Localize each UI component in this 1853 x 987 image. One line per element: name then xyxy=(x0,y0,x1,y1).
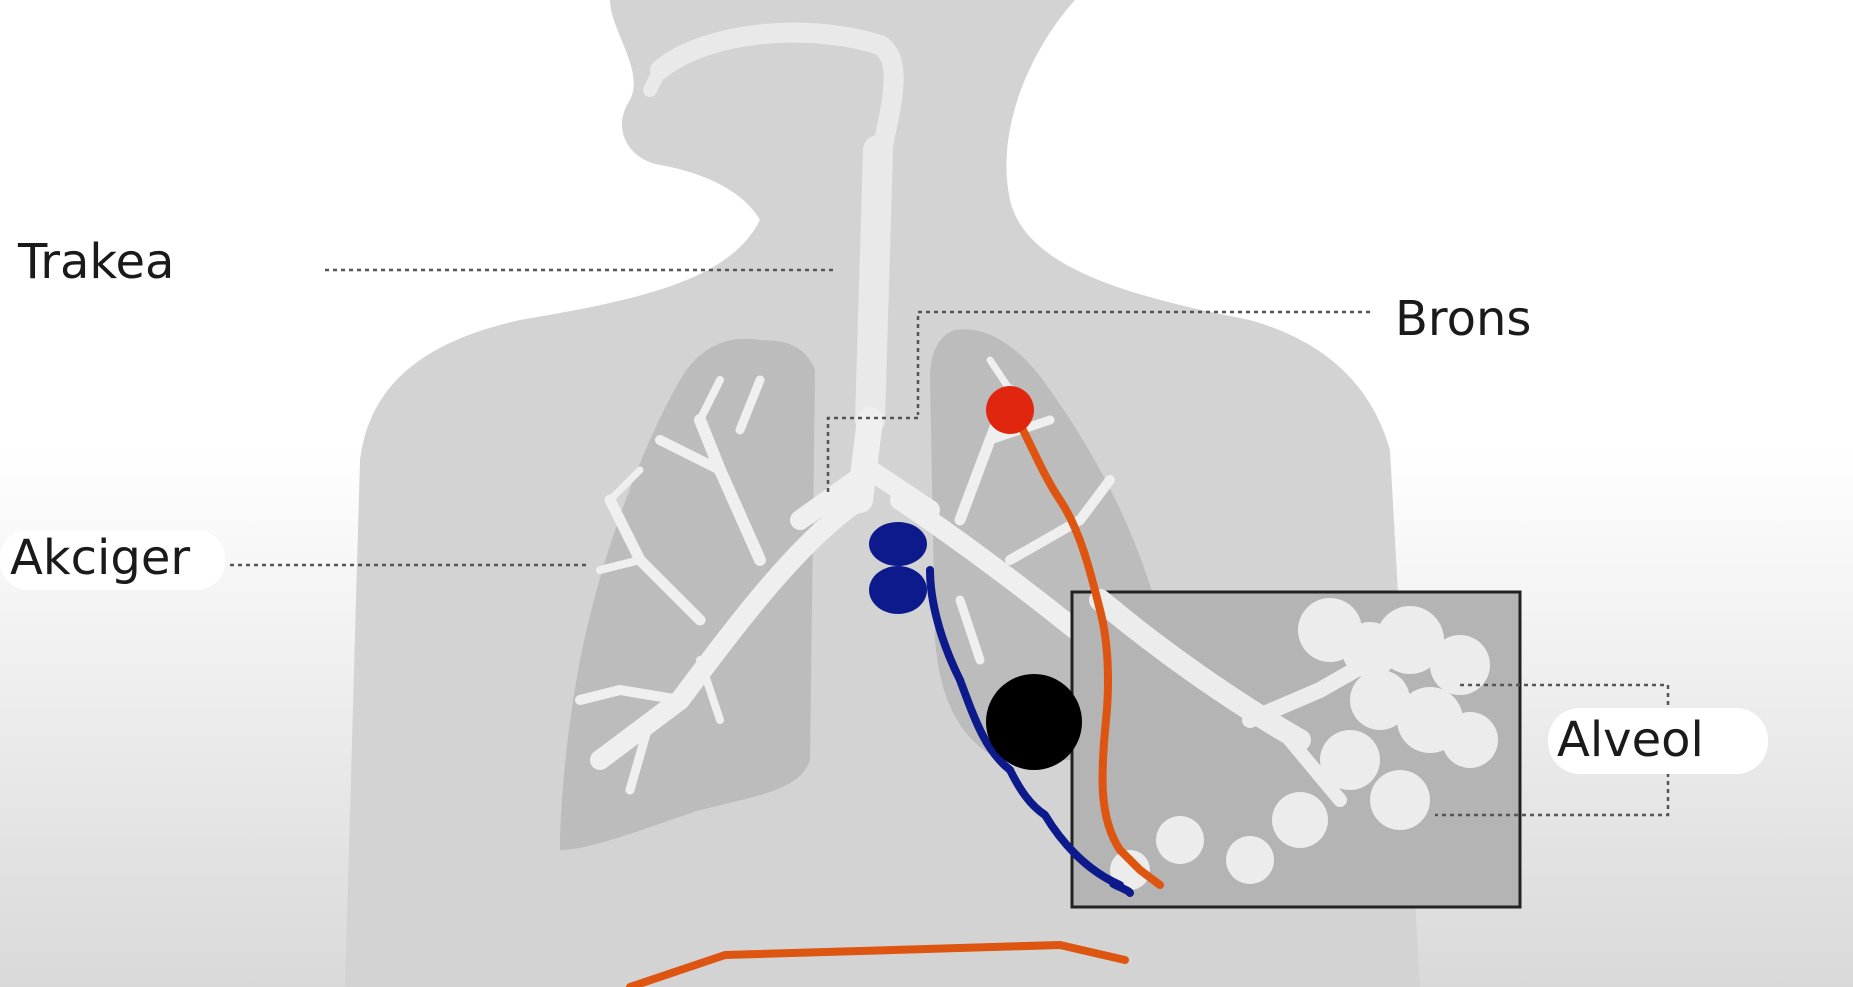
alveolus-inset xyxy=(1072,592,1520,907)
blue-dot-lower xyxy=(869,566,927,614)
lung-label: Akciger xyxy=(10,530,190,586)
alveolus-label: Alveol xyxy=(1557,712,1704,768)
blue-dot-upper xyxy=(869,522,927,566)
bronchus-label: Brons xyxy=(1395,291,1531,347)
trachea-label: Trakea xyxy=(17,234,174,290)
red-dot xyxy=(986,386,1034,434)
black-dot xyxy=(986,674,1082,770)
